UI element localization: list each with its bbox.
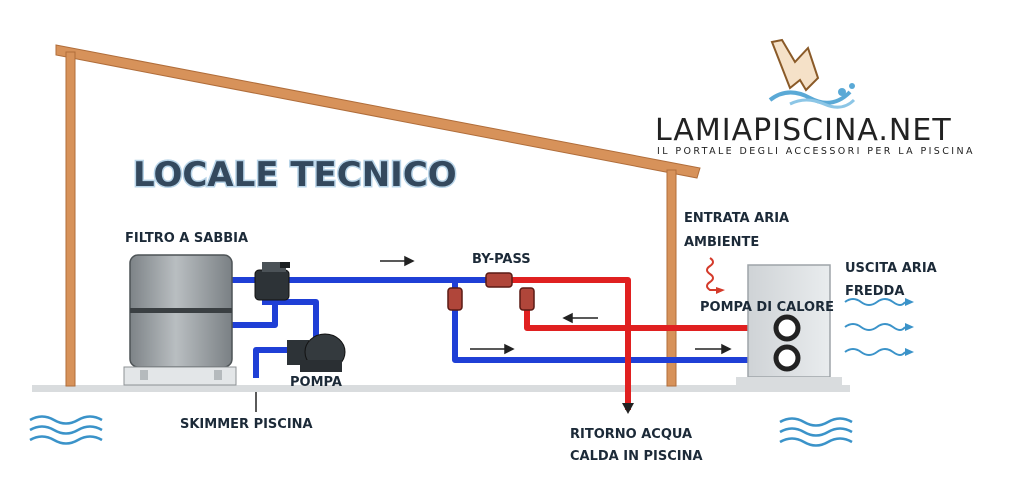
arrow-icon bbox=[380, 255, 732, 355]
pump-icon bbox=[287, 333, 346, 372]
label-return-2: CALDA IN PISCINA bbox=[570, 449, 703, 464]
label-return-1: RITORNO ACQUA bbox=[570, 427, 692, 442]
label-air-out-1: USCITA ARIA bbox=[845, 261, 937, 276]
label-filter: FILTRO A SABBIA bbox=[125, 231, 248, 246]
bypass-valves bbox=[447, 272, 535, 311]
air-wave-icon bbox=[844, 298, 914, 356]
brand-name: LAMIAPISCINA.NET bbox=[655, 113, 952, 148]
cursor-logo-icon bbox=[768, 38, 856, 109]
label-pump: POMPA bbox=[290, 375, 342, 390]
label-air-in-2: AMBIENTE bbox=[684, 235, 759, 250]
label-air-in-1: ENTRATA ARIA bbox=[684, 211, 789, 226]
wave-icon bbox=[29, 415, 103, 445]
label-bypass: BY-PASS bbox=[472, 252, 531, 267]
label-skimmer: SKIMMER PISCINA bbox=[180, 417, 313, 432]
diagram-title: LOCALE TECNICO bbox=[133, 155, 457, 195]
label-heat-pump: POMPA DI CALORE bbox=[700, 300, 834, 315]
label-air-out-2: FREDDA bbox=[845, 284, 904, 299]
heat-pump-icon bbox=[736, 264, 842, 389]
sand-filter-icon bbox=[123, 254, 237, 386]
multiport-valve-icon bbox=[254, 262, 290, 301]
brand-tagline: IL PORTALE DEGLI ACCESSORI PER LA PISCIN… bbox=[657, 146, 975, 157]
ground-slab bbox=[32, 385, 850, 392]
cold-water-pipes bbox=[232, 277, 778, 378]
air-inlet-icon bbox=[706, 257, 725, 294]
wave-icon bbox=[779, 417, 853, 447]
technical-room-frame bbox=[55, 44, 701, 387]
arrow-icon bbox=[622, 403, 634, 414]
